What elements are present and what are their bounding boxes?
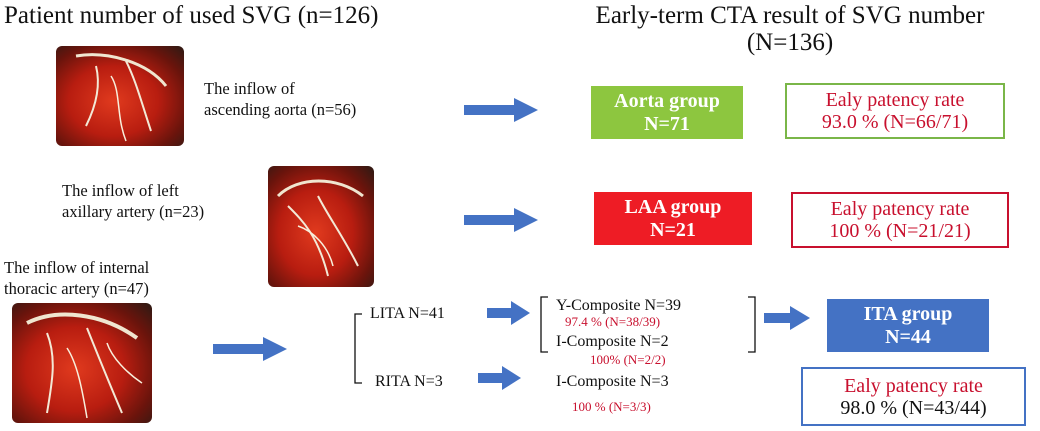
laa-patency-value: 100 % (N=21/21) xyxy=(829,220,971,242)
laa-group-n: N=21 xyxy=(650,218,696,241)
inflow-aorta-line1: The inflow of xyxy=(204,79,295,98)
i-composite-rita-label: I-Composite N=3 xyxy=(556,373,669,390)
i-composite-rita-rate: 100 % (N=3/3) xyxy=(572,399,651,414)
aorta-patency-box: Ealy patency rate 93.0 % (N=66/71) xyxy=(785,83,1005,139)
arrow-ita-inflow xyxy=(213,337,287,361)
ita-patency-label: Ealy patency rate xyxy=(844,374,983,397)
lita-label: LITA N=41 xyxy=(370,305,445,322)
aorta-patency-value: 93.0 % (N=66/71) xyxy=(821,111,969,133)
rita-label: RITA N=3 xyxy=(375,373,443,390)
arrow-ita-group xyxy=(764,306,810,330)
arrow-rita xyxy=(478,366,521,390)
inflow-laa-label: The inflow of left axillary artery (n=23… xyxy=(62,180,204,222)
aorta-patency-label: Ealy patency rate xyxy=(825,89,965,111)
i-composite-lita-label: I-Composite N=2 xyxy=(556,333,669,350)
arrow-lita xyxy=(487,301,530,325)
right-header-line1: Early-term CTA result of SVG number xyxy=(595,2,985,29)
laa-group-box: LAA group N=21 xyxy=(594,192,752,245)
ita-patency-box: Ealy patency rate 98.0 % (N=43/44) xyxy=(801,367,1026,426)
inflow-aorta-line2: ascending aorta (n=56) xyxy=(204,100,357,119)
inflow-ita-label: The inflow of internal thoracic artery (… xyxy=(4,257,149,299)
aorta-group-n: N=71 xyxy=(644,112,690,135)
aorta-group-box: Aorta group N=71 xyxy=(591,86,743,139)
inflow-laa-line2: axillary artery (n=23) xyxy=(62,202,205,221)
arrow-aorta xyxy=(464,98,538,122)
y-composite-label: Y-Composite N=39 xyxy=(556,297,682,314)
left-header: Patient number of used SVG (n=126) xyxy=(4,2,379,29)
ita-group-box: ITA group N=44 xyxy=(827,299,989,352)
composite-right-bracket xyxy=(748,296,756,353)
lita-rita-bracket xyxy=(354,313,362,384)
inflow-ita-line1: The inflow of internal xyxy=(4,258,150,277)
laa-patency-label: Ealy patency rate xyxy=(830,198,970,220)
right-header-line2: (N=136) xyxy=(746,29,834,56)
heart-ct-image-ita xyxy=(12,303,152,423)
heart-ct-image-laa xyxy=(268,166,374,287)
laa-group-name: LAA group xyxy=(624,195,722,218)
inflow-ita-line2: thoracic artery (n=47) xyxy=(4,279,149,298)
ita-group-n: N=44 xyxy=(885,325,931,348)
inflow-aorta-label: The inflow of ascending aorta (n=56) xyxy=(204,78,356,120)
laa-patency-box: Ealy patency rate 100 % (N=21/21) xyxy=(791,192,1009,248)
ita-group-name: ITA group xyxy=(863,302,953,325)
arrow-laa xyxy=(464,208,538,232)
heart-ct-image-aorta xyxy=(56,46,184,146)
aorta-group-name: Aorta group xyxy=(614,89,720,112)
inflow-laa-line1: The inflow of left xyxy=(62,181,179,200)
right-header: Early-term CTA result of SVG number (N=1… xyxy=(540,2,1040,56)
composite-left-bracket xyxy=(540,296,548,353)
y-composite-rate: 97.4 % (N=38/39) xyxy=(565,314,661,329)
ita-patency-value: 98.0 % (N=43/44) xyxy=(840,396,987,419)
i-composite-lita-rate: 100% (N=2/2) xyxy=(590,352,666,367)
